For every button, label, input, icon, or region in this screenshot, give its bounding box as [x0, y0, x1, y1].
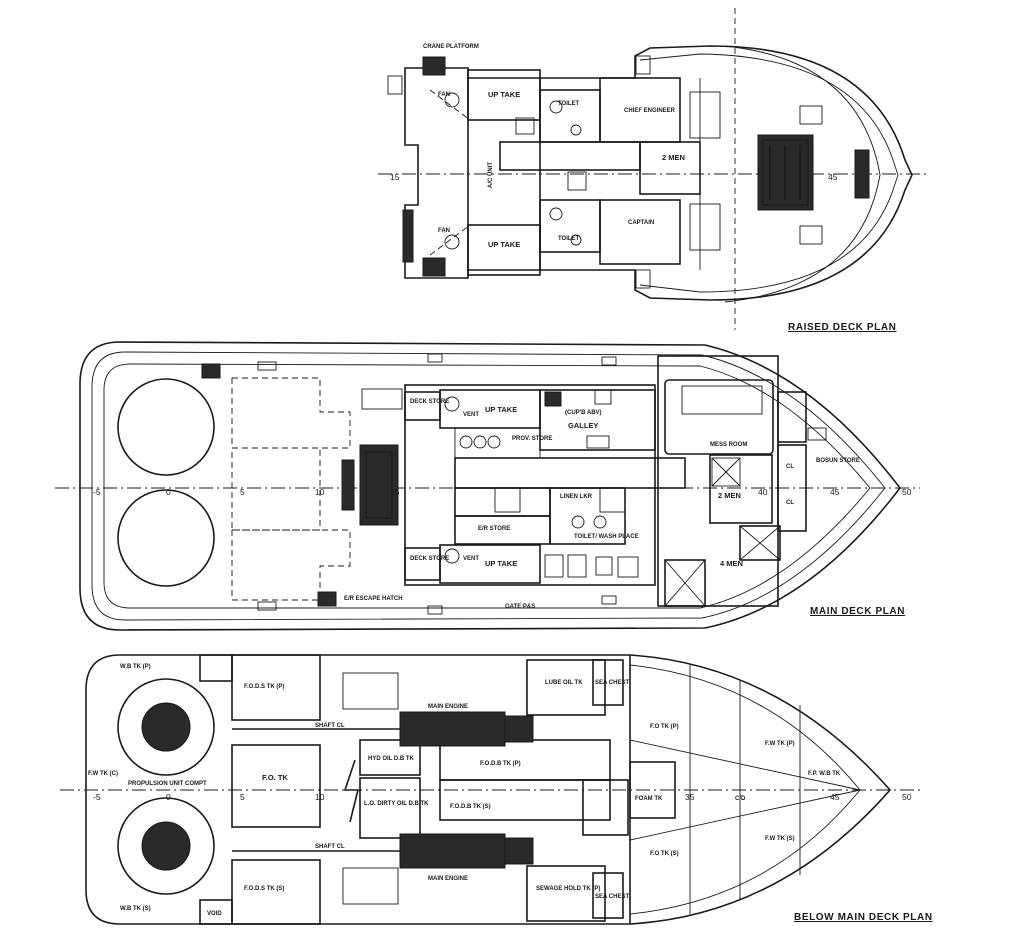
winch-drum-top [117, 378, 215, 476]
frame-number: 40 [758, 487, 768, 497]
raised-deck-plan: CRANE PLATFORM UP TAKE UP TAKE TOILET TO… [378, 8, 930, 333]
four-men-label: 4 MEN [720, 559, 743, 568]
linen-locker-label: LINEN LKR [560, 494, 593, 500]
frame-number: 15 [390, 172, 400, 182]
fo-tank-starboard-label: F.O TK (S) [650, 851, 679, 857]
chief-engineer-label: CHIEF ENGINEER [624, 108, 676, 114]
main-uptake-label-bottom: UP TAKE [485, 559, 517, 568]
gate-label: GATE P&S [505, 604, 535, 610]
sewage-tank-label: SEWAGE HOLD TK (P) [536, 886, 600, 892]
main-deck-plan-title: MAIN DECK PLAN [810, 606, 905, 617]
frame-number: 5 [240, 792, 245, 802]
fan-label-top: FAN [438, 92, 450, 98]
winch-drum-bottom [117, 489, 215, 587]
crane-platform-bottom [422, 257, 446, 277]
fan-label-bottom: FAN [438, 228, 450, 234]
propulsion-unit-top [117, 678, 215, 776]
vent-label-bottom: VENT [463, 556, 479, 562]
cl-label-bottom: CL [786, 500, 794, 506]
below-main-deck-plan: W.B TK (P) W.B TK (S) F.W TK (C) PROPULS… [60, 654, 933, 925]
ac-unit-label: A/C UNIT [488, 162, 494, 188]
main-engine-port [399, 711, 506, 747]
crane-platform-top [422, 56, 446, 76]
main-engine-label-top: MAIN ENGINE [428, 704, 468, 710]
main-engine-label-bottom: MAIN ENGINE [428, 876, 468, 882]
frame-number: 45 [830, 792, 840, 802]
frame-number: 10 [315, 487, 325, 497]
toilet-label-top: TOILET [558, 101, 580, 107]
er-store-label: E/R STORE [478, 526, 510, 532]
below-deck-outline [85, 654, 892, 925]
deck-store-label-top: DECK STORE [410, 399, 449, 405]
frame-number: 15 [390, 487, 400, 497]
frame-number: 45 [828, 172, 838, 182]
fods-starboard-label: F.O.D.S TK (S) [244, 886, 284, 892]
propulsion-compt-label: PROPULSION UNIT COMPT [128, 781, 207, 787]
frame-number: -5 [93, 487, 101, 497]
uptake-label-top: UP TAKE [488, 90, 520, 99]
wb-tank-starboard-label: W.B TK (S) [120, 906, 151, 912]
fw-tank-center-label: F.W TK (C) [88, 771, 118, 777]
raised-deck-outline [404, 45, 913, 301]
frame-number: 50 [902, 792, 912, 802]
fp-wb-tank-label: F.P. W.B TK [808, 771, 841, 777]
two-men-main-label: 2 MEN [718, 491, 741, 500]
fo-tank-label: F.O. TK [262, 773, 288, 782]
crane-platform-label: CRANE PLATFORM [423, 44, 479, 50]
fods-port-label: F.O.D.S TK (P) [244, 684, 284, 690]
foam-tank-label: FOAM TK [635, 796, 663, 802]
hyd-oil-label: HYD OIL D.B TK [368, 756, 415, 762]
fodb-starboard-label: F.O.D.B TK (S) [450, 804, 491, 810]
frame-number: 45 [830, 487, 840, 497]
bosun-store-label: BOSUN STORE [816, 458, 860, 464]
frame-number: 5 [240, 487, 245, 497]
frame-number: 50 [902, 487, 912, 497]
cl-label-top: CL [786, 464, 794, 470]
prov-store-label: PROV. STORE [512, 436, 552, 442]
deck-store-label-bottom: DECK STORE [410, 556, 449, 562]
fodb-port-label: F.O.D.B TK (P) [480, 761, 521, 767]
shaft-cl-label-top: SHAFT CL [315, 723, 345, 729]
lube-oil-label: LUBE OIL TK [545, 680, 583, 686]
vent-label-top: VENT [463, 412, 479, 418]
captain-label: CAPTAIN [628, 220, 654, 226]
main-deck-outline [79, 341, 902, 631]
mess-room-label: MESS ROOM [710, 442, 747, 448]
toilet-wash-label: TOILET/ WASH PLACE [574, 534, 639, 540]
sea-chest-label-top: SEA CHEST [595, 680, 629, 686]
escape-hatch-label: E/R ESCAPE HATCH [344, 596, 403, 602]
below-main-deck-plan-title: BELOW MAIN DECK PLAN [794, 912, 933, 923]
fw-tank-port-label: F.W TK (P) [765, 741, 795, 747]
shaft-cl-label-bottom: SHAFT CL [315, 844, 345, 850]
main-deck-plan: DECK STORE DECK STORE UP TAKE UP TAKE GA… [55, 341, 920, 631]
galley-label: GALLEY [568, 421, 598, 430]
propulsion-unit-bottom [117, 797, 215, 895]
two-men-raised-label: 2 MEN [662, 153, 685, 162]
towing-pin [854, 149, 870, 199]
toilet-label-bottom: TOILET [558, 236, 580, 242]
frame-number: 0 [166, 792, 171, 802]
cd-label: C/D [735, 796, 746, 802]
void-label: VOID [207, 911, 222, 917]
frame-number: 35 [685, 792, 695, 802]
fw-tank-starboard-label: F.W TK (S) [765, 836, 795, 842]
fo-tank-port-label: F.O TK (P) [650, 724, 679, 730]
raised-deck-plan-title: RAISED DECK PLAN [788, 322, 897, 333]
sea-chest-label-bottom: SEA CHEST [595, 894, 629, 900]
cupboard-label: (CUP'B ABV) [565, 410, 602, 416]
main-engine-starboard [399, 833, 506, 869]
wb-tank-port-label: W.B TK (P) [120, 664, 151, 670]
frame-number: -5 [93, 792, 101, 802]
dirty-oil-label: L.O. DIRTY OIL D.B TK [364, 801, 429, 807]
uptake-label-bottom: UP TAKE [488, 240, 520, 249]
frame-number: 10 [315, 792, 325, 802]
frame-number: 0 [166, 487, 171, 497]
main-uptake-label-top: UP TAKE [485, 405, 517, 414]
